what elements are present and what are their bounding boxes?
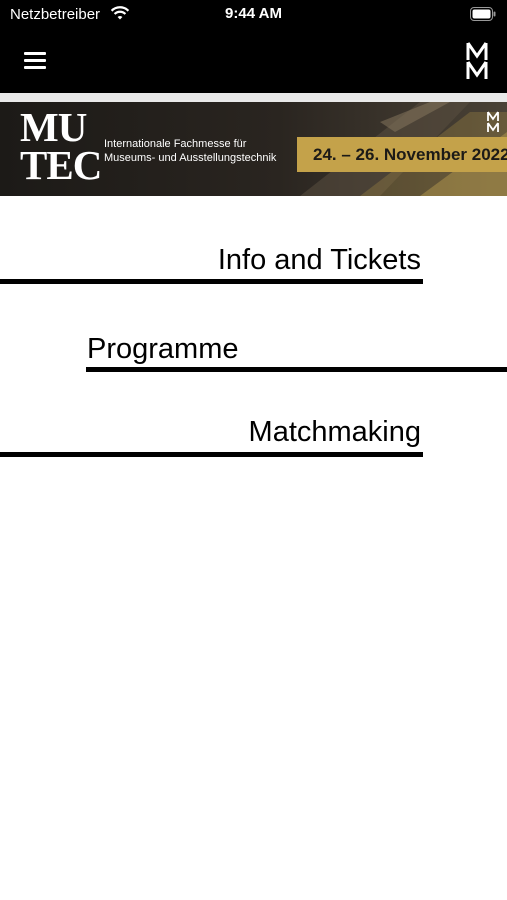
double-m-logo-small-icon <box>487 111 499 132</box>
battery-icon <box>470 7 496 21</box>
event-banner[interactable]: MU TEC Internationale Fachmesse für Muse… <box>0 102 507 196</box>
tagline-line-1: Internationale Fachmesse für <box>104 138 247 150</box>
banner-tagline: Internationale Fachmesse für Museums- un… <box>104 137 276 165</box>
underline-info-and-tickets <box>0 279 423 284</box>
menu-item-programme[interactable]: Programme <box>87 333 239 365</box>
mutec-brand-mark: MU TEC <box>20 104 102 188</box>
underline-programme <box>86 367 507 372</box>
event-dates-badge: 24. – 26. November 2022 <box>297 137 507 172</box>
carrier-name: Netzbetreiber <box>10 6 101 23</box>
menu-item-matchmaking[interactable]: Matchmaking <box>248 416 421 448</box>
tagline-line-2: Museums- und Ausstellungstechnik <box>104 152 277 164</box>
double-m-logo-icon[interactable] <box>465 40 489 82</box>
separator <box>0 93 507 102</box>
hamburger-menu-icon[interactable] <box>21 48 49 72</box>
status-bar: Netzbetreiber 9:44 AM <box>0 0 507 30</box>
brand-line-1: MU <box>20 104 87 150</box>
clock: 9:44 AM <box>225 5 282 22</box>
menu-item-info-and-tickets[interactable]: Info and Tickets <box>217 244 421 276</box>
event-dates: 24. – 26. November 2022 <box>313 145 507 164</box>
underline-matchmaking <box>0 452 423 457</box>
navigation-bar <box>0 30 507 93</box>
wifi-icon <box>110 6 130 20</box>
brand-line-2: TEC <box>20 142 102 188</box>
